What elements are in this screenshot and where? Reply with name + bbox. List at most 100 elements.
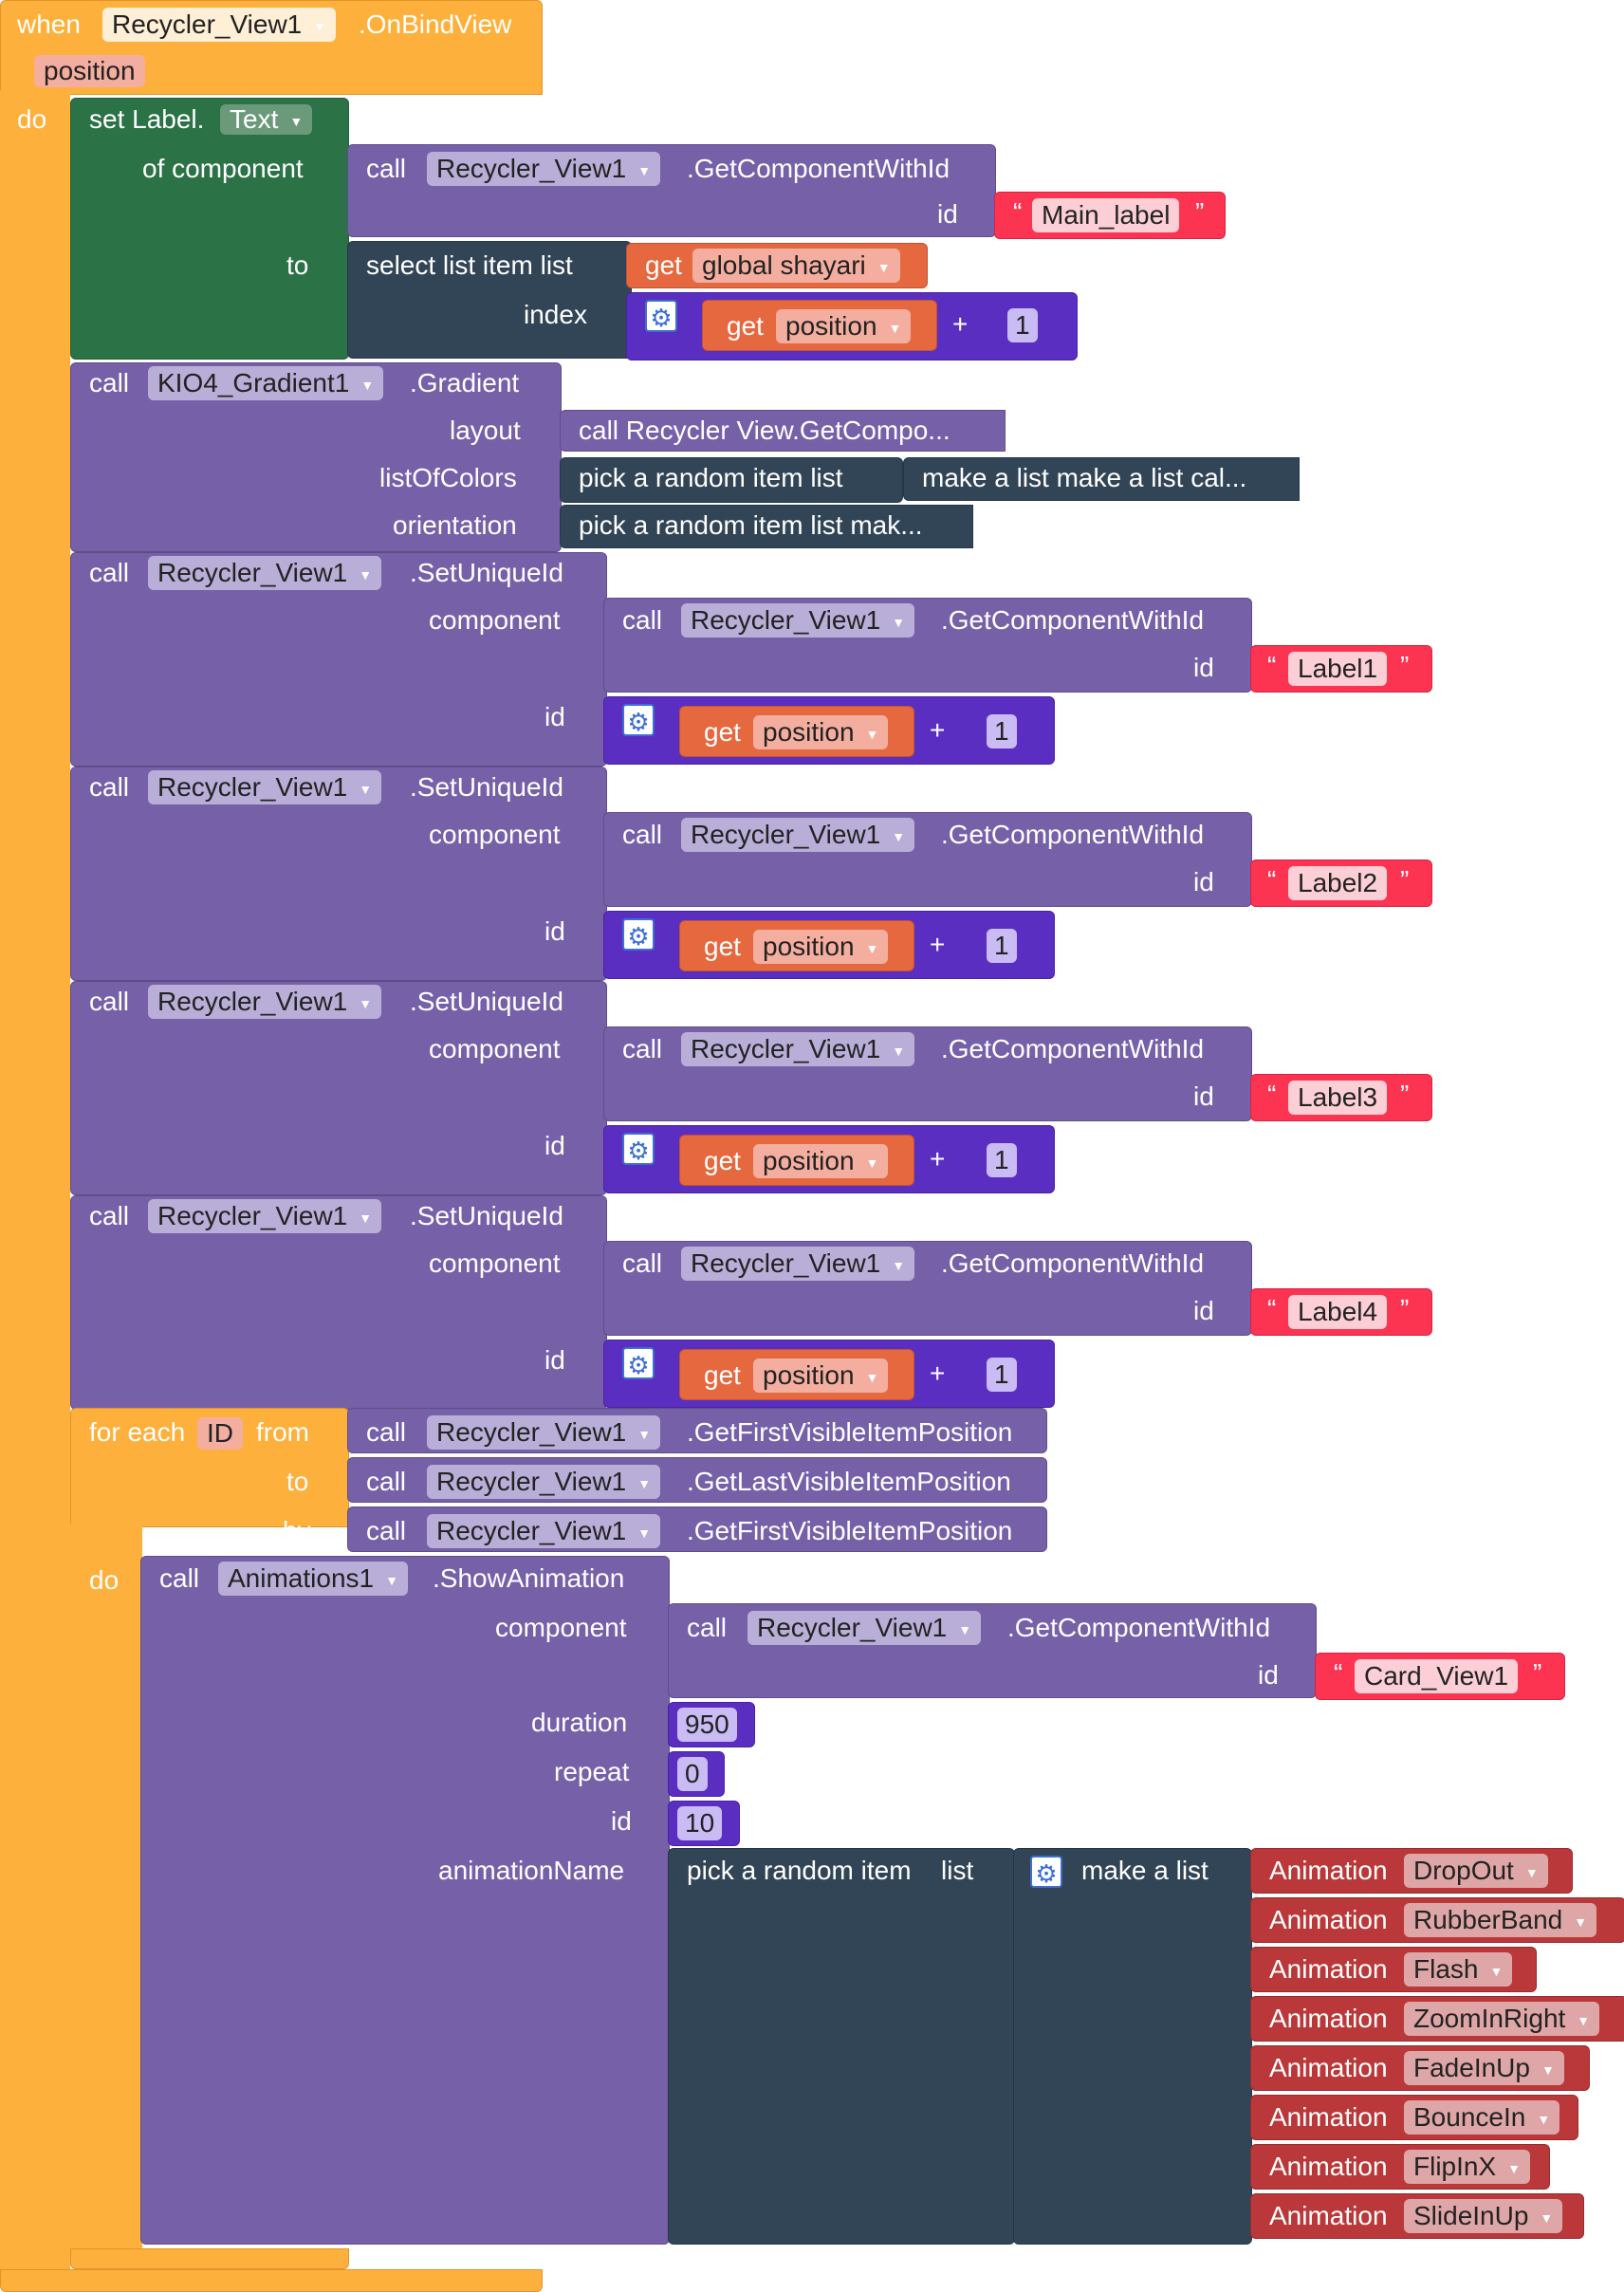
component-dropdown[interactable]: Recycler_View1▼: [681, 1032, 915, 1066]
caret-down-icon: ▼: [958, 1621, 972, 1637]
text-value[interactable]: Label2: [1288, 866, 1388, 900]
to-keyword: to: [286, 1467, 309, 1496]
variable-dropdown[interactable]: position▼: [776, 309, 912, 343]
component-dropdown[interactable]: Recycler_View1▼: [681, 1247, 915, 1281]
number-value[interactable]: 1: [1007, 308, 1038, 342]
number-value[interactable]: 1: [987, 1143, 1017, 1177]
gear-icon[interactable]: ⚙: [622, 1347, 655, 1379]
text-value[interactable]: Main_label: [1032, 198, 1180, 232]
property-dropdown[interactable]: Text▼: [220, 104, 313, 135]
for-each-body: [70, 1524, 142, 2254]
component-dropdown[interactable]: Recycler_View1▼: [148, 556, 382, 590]
text-value[interactable]: Label4: [1288, 1295, 1388, 1329]
caret-down-icon: ▼: [1540, 2209, 1554, 2226]
animation-dropdown[interactable]: BounceIn▼: [1404, 2100, 1560, 2135]
component-dropdown[interactable]: KIO4_Gradient1▼: [148, 366, 384, 400]
caret-down-icon: ▼: [359, 1210, 373, 1226]
close-quote: ”: [1400, 865, 1410, 895]
text-value[interactable]: Label1: [1288, 652, 1388, 686]
component-dropdown[interactable]: Recycler_View1▼: [427, 1415, 661, 1450]
get-component-block[interactable]: [603, 1026, 1252, 1121]
variable-dropdown[interactable]: position▼: [753, 715, 889, 749]
property-label: Text: [230, 104, 279, 134]
animation-dropdown[interactable]: FadeInUp▼: [1404, 2051, 1564, 2085]
gear-icon[interactable]: ⚙: [622, 704, 655, 736]
animation-dropdown[interactable]: DropOut▼: [1404, 1854, 1548, 1888]
layout-label: layout: [450, 416, 521, 445]
variable-label: position: [785, 311, 877, 341]
caret-down-icon: ▼: [1574, 1913, 1588, 1930]
variable-dropdown[interactable]: global shayari▼: [692, 249, 900, 283]
show-animation-block[interactable]: [140, 1556, 670, 2245]
number-value[interactable]: 1: [987, 929, 1017, 963]
variable-label: position: [763, 717, 855, 747]
component-label: Recycler_View1: [691, 605, 881, 635]
animation-name-label: animationName: [438, 1856, 625, 1885]
component-dropdown[interactable]: Recycler_View1▼: [427, 1465, 661, 1499]
repeat-value[interactable]: 0: [677, 1757, 708, 1791]
id-value[interactable]: 10: [677, 1806, 723, 1840]
plus-operator: +: [930, 930, 946, 959]
plus-operator: +: [930, 715, 946, 745]
collapsed-layout-block[interactable]: [560, 410, 1006, 452]
component-dropdown[interactable]: Recycler_View1▼: [148, 770, 382, 804]
animation-dropdown[interactable]: ZoomInRight▼: [1404, 2002, 1600, 2036]
method-name: .GetComponentWithId: [941, 1248, 1205, 1278]
caret-down-icon: ▼: [1577, 2012, 1591, 2028]
animation-keyword: Animation: [1269, 2004, 1388, 2033]
animation-dropdown[interactable]: RubberBand▼: [1404, 1903, 1597, 1937]
duration-value[interactable]: 950: [677, 1708, 737, 1742]
gear-icon[interactable]: ⚙: [645, 300, 677, 332]
call-keyword: call: [622, 820, 663, 849]
index-label: index: [524, 300, 587, 329]
gear-icon[interactable]: ⚙: [622, 1133, 655, 1165]
close-quote: ”: [1400, 1080, 1410, 1109]
variable-dropdown[interactable]: position▼: [753, 930, 889, 964]
event-component-dropdown[interactable]: Recycler_View1▼: [102, 8, 337, 42]
method-name: .GetFirstVisibleItemPosition: [687, 1516, 1013, 1545]
collapsed-make-list-block[interactable]: [903, 457, 1300, 501]
variable-dropdown[interactable]: position▼: [753, 1359, 889, 1393]
gear-icon[interactable]: ⚙: [622, 918, 655, 951]
number-value[interactable]: 1: [987, 714, 1017, 749]
loop-variable[interactable]: ID: [197, 1417, 243, 1450]
close-quote: ”: [1400, 651, 1410, 680]
plus-operator: +: [930, 1359, 946, 1388]
event-param-position[interactable]: position: [34, 55, 145, 87]
method-name: .GetComponentWithId: [941, 605, 1205, 635]
component-param-label: component: [429, 605, 561, 635]
make-a-list-block[interactable]: [1013, 1848, 1252, 2245]
method-name: .Gradient: [410, 368, 520, 397]
pick-random-colors-block[interactable]: [560, 457, 903, 503]
collapsed-orientation-block[interactable]: [560, 505, 973, 548]
event-name: .OnBindView: [359, 9, 512, 39]
number-value[interactable]: 1: [987, 1358, 1017, 1392]
gear-icon[interactable]: ⚙: [1030, 1856, 1062, 1888]
component-dropdown[interactable]: Recycler_View1▼: [681, 818, 915, 852]
id-label: id: [937, 199, 958, 229]
caret-down-icon: ▼: [1537, 2111, 1551, 2127]
component-dropdown[interactable]: Recycler_View1▼: [148, 1199, 382, 1233]
text-value[interactable]: Label3: [1288, 1081, 1388, 1115]
animation-dropdown[interactable]: SlideInUp▼: [1404, 2199, 1563, 2233]
select-list-item-block[interactable]: [347, 241, 632, 359]
component-dropdown[interactable]: Recycler_View1▼: [747, 1611, 982, 1645]
caret-down-icon: ▼: [637, 1525, 652, 1541]
component-dropdown[interactable]: Animations1▼: [218, 1562, 408, 1596]
animation-dropdown[interactable]: FlipInX▼: [1404, 2150, 1531, 2184]
animation-dropdown[interactable]: Flash▼: [1404, 1952, 1513, 1987]
component-dropdown[interactable]: Recycler_View1▼: [148, 985, 382, 1019]
call-keyword: call: [89, 772, 130, 802]
open-quote: “: [1267, 1080, 1277, 1109]
variable-dropdown[interactable]: position▼: [753, 1144, 889, 1178]
set-label-block[interactable]: [70, 98, 349, 360]
variable-label: position: [763, 932, 855, 961]
pick-random-item-block[interactable]: [668, 1848, 1015, 2245]
component-dropdown[interactable]: Recycler_View1▼: [427, 152, 661, 186]
text-value[interactable]: Card_View1: [1355, 1659, 1519, 1693]
component-dropdown[interactable]: Recycler_View1▼: [427, 1514, 661, 1548]
open-quote: “: [1334, 1658, 1343, 1688]
list-of-colors-label: listOfColors: [379, 463, 517, 492]
get-keyword: get: [704, 1146, 741, 1175]
component-dropdown[interactable]: Recycler_View1▼: [681, 603, 915, 638]
